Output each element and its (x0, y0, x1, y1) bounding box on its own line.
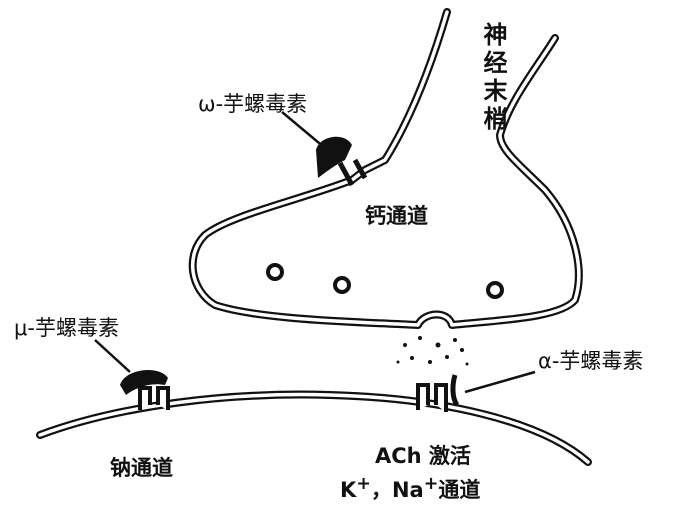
label-kna-channel: K+，Na+通道 (340, 474, 480, 504)
mu-toxin-blob (120, 369, 168, 395)
synaptic-vesicles (266, 263, 504, 299)
label-ach-activated: ACh 激活 (375, 444, 471, 468)
ach-molecules (396, 336, 469, 366)
sodium-channel-shape (120, 369, 170, 410)
label-sodium-channel: 钠通道 (110, 456, 173, 480)
na-ion: ，Na (370, 478, 424, 502)
ach-channel-shape (416, 374, 460, 412)
label-omega-toxin: ω-芋螺毒素 (198, 92, 308, 116)
na-charge: + (423, 474, 439, 494)
k-charge: + (356, 474, 371, 494)
k-ion: K (340, 478, 357, 502)
channel-word: 通道 (438, 478, 481, 502)
label-alpha-toxin: α-芋螺毒素 (538, 349, 644, 373)
nerve-terminal (188, 8, 583, 329)
pointer-lines (94, 111, 536, 394)
label-calcium-channel: 钙通道 (365, 204, 428, 228)
label-nerve-terminal: 神经末梢 (479, 22, 507, 134)
alpha-toxin-blob (450, 374, 460, 407)
label-mu-toxin: μ-芋螺毒素 (14, 316, 119, 340)
postsynaptic-membrane (36, 390, 592, 466)
